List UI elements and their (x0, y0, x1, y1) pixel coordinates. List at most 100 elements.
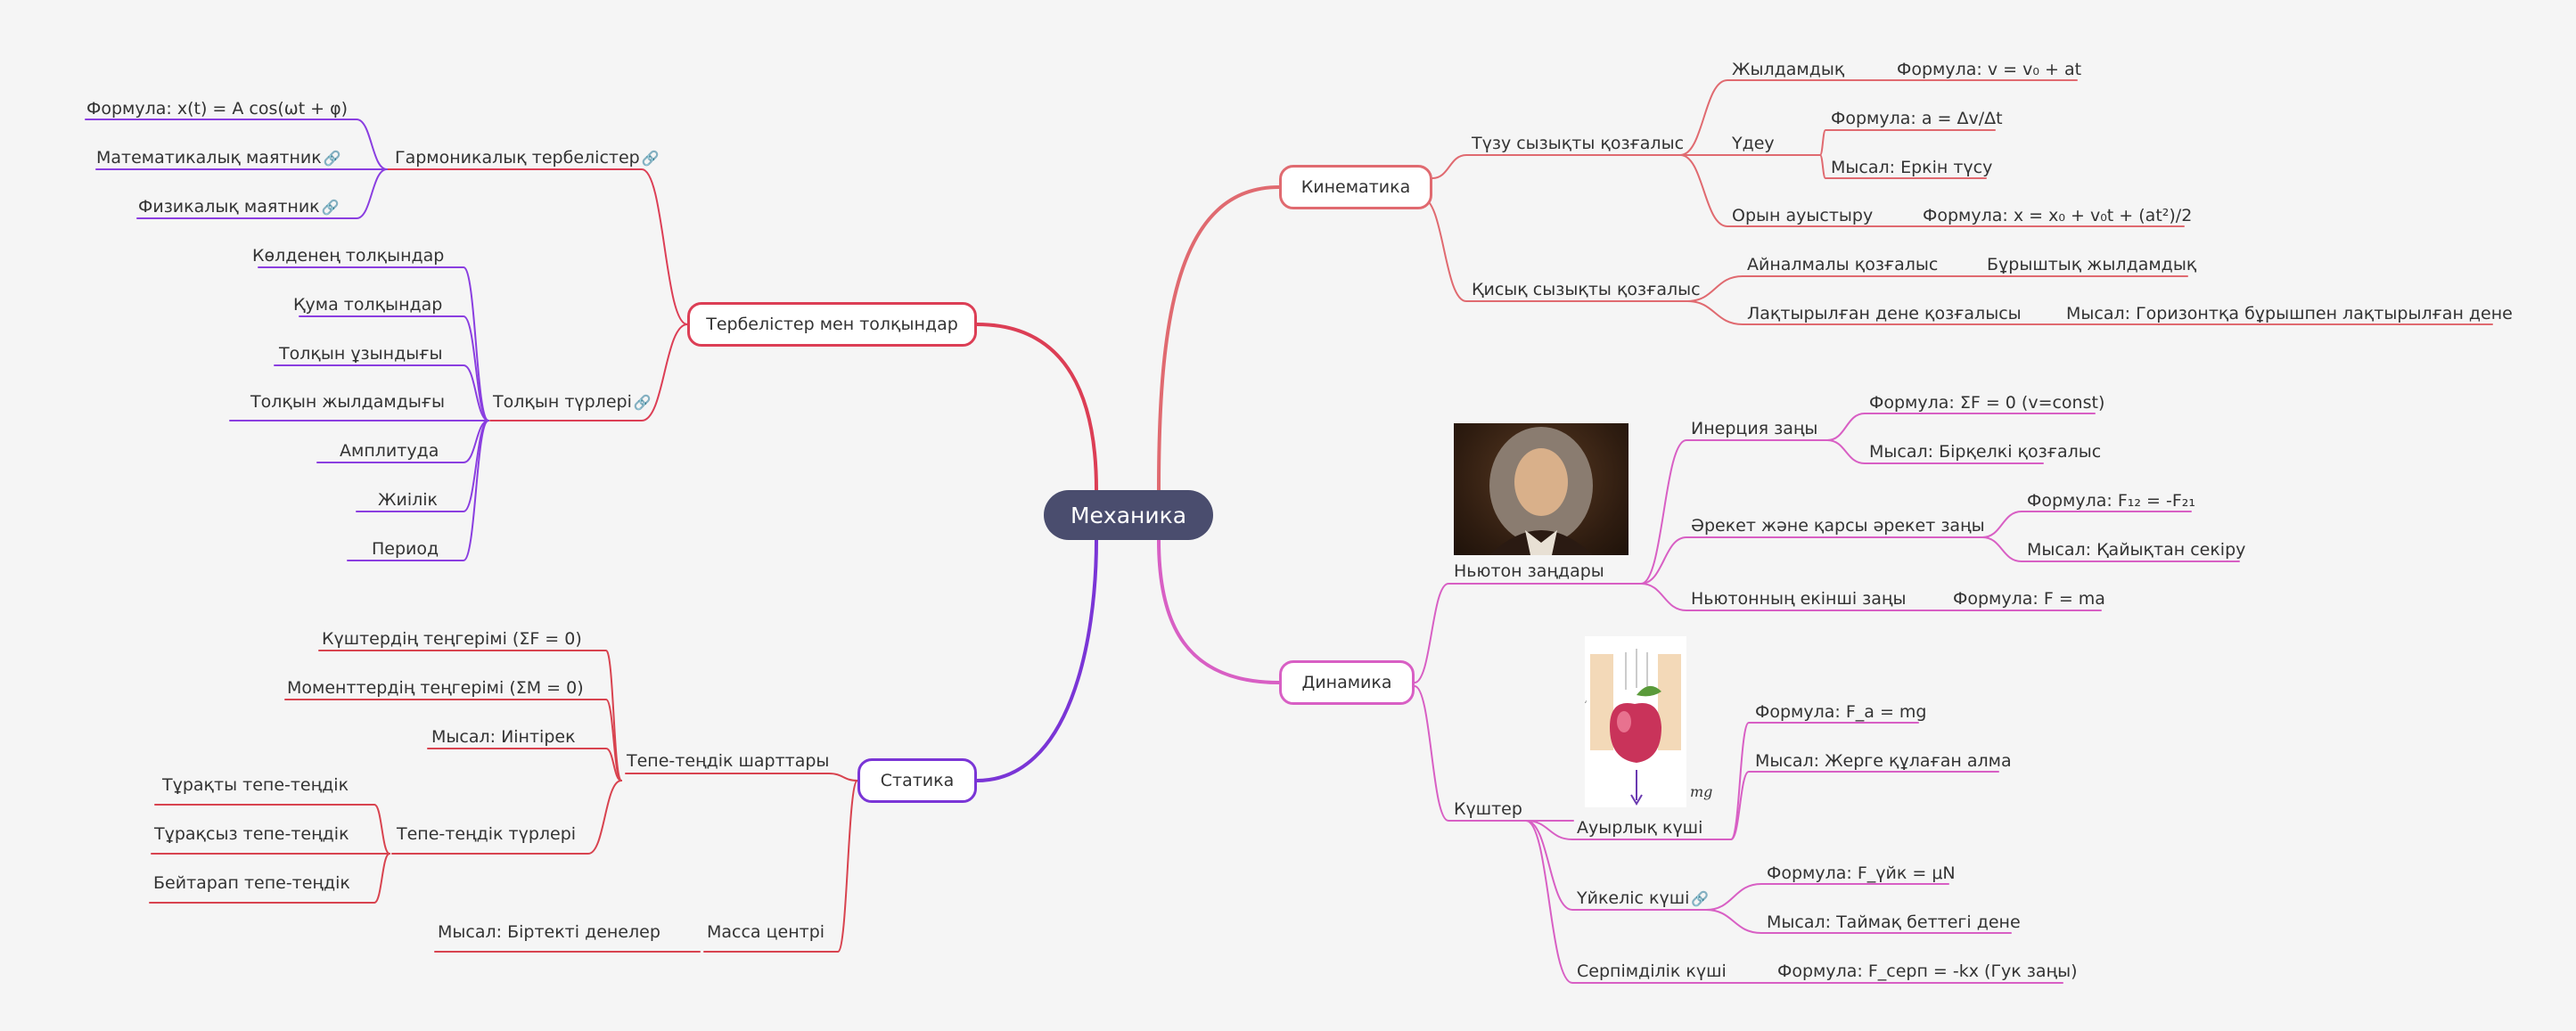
connector-line (1730, 771, 1999, 840)
connector-line (1819, 129, 1996, 156)
connector-line (1826, 413, 2096, 441)
connector-line (1640, 439, 1828, 585)
connector-line (382, 168, 688, 325)
node-equilibrium-type[interactable]: Бейтарап тепе-теңдік (153, 873, 350, 893)
node-second-law[interactable]: Ньютонның екінші заңы (1691, 589, 1907, 609)
node-friction-formula[interactable]: Формула: F_үйк = μN (1767, 863, 1956, 883)
node-newton-laws[interactable]: Ньютон заңдары (1454, 561, 1604, 581)
node-equilibrium-type[interactable]: Тұрақсыз тепе-теңдік (154, 824, 349, 844)
connector-main (975, 538, 1098, 782)
node-equilibrium-type[interactable]: Тұрақты тепе-теңдік (162, 775, 349, 795)
node-displacement[interactable]: Орын ауыстыру (1732, 206, 1874, 225)
node-wave-item[interactable]: Толқын ұзындығы (279, 344, 443, 364)
branch-oscillations[interactable]: Тербелістер мен толқындар (687, 302, 977, 347)
node-gravity-formula[interactable]: Формула: F_a = mg (1755, 702, 1927, 722)
node-angular-velocity[interactable]: Бұрыштық жылдамдық (1987, 255, 2197, 274)
root-node[interactable]: Механика (1044, 490, 1213, 540)
link-icon[interactable]: 🔗 (323, 150, 341, 167)
node-harmonic-oscillations[interactable]: Гармоникалық тербелістер🔗 (395, 148, 660, 168)
connector-line (1414, 583, 1642, 683)
node-velocity[interactable]: Жылдамдық (1732, 60, 1845, 79)
link-icon[interactable]: 🔗 (641, 150, 660, 167)
node-gravity-force[interactable]: Ауырлық күші (1577, 818, 1703, 838)
branch-statics[interactable]: Статика (857, 758, 977, 803)
connector-line (1705, 883, 1949, 911)
branch-dynamics[interactable]: Динамика (1279, 660, 1415, 705)
connector-line (1705, 909, 2012, 934)
node-inertia-law[interactable]: Инерция заңы (1691, 419, 1818, 438)
connector-line (274, 364, 489, 421)
node-acceleration-formula[interactable]: Формула: a = Δv/Δt (1831, 109, 2003, 128)
node-forces-balance[interactable]: Күштердің теңгерімі (ΣF = 0) (322, 629, 582, 649)
node-harmonic-formula[interactable]: Формула: x(t) = A cos(ωt + φ) (86, 99, 349, 119)
connector-line (1414, 685, 1574, 822)
link-icon[interactable]: 🔗 (321, 199, 340, 216)
node-elastic-formula[interactable]: Формула: F_серп = -kx (Гук заңы) (1777, 961, 2078, 981)
node-velocity-formula[interactable]: Формула: v = v₀ + at (1897, 60, 2082, 79)
node-second-law-formula[interactable]: Формула: F = ma (1953, 589, 2105, 609)
branch-kinematics[interactable]: Кинематика (1279, 165, 1432, 209)
connector-line (299, 315, 489, 421)
connector-line (1525, 820, 1707, 911)
node-friction-force[interactable]: Үйкеліс күші🔗 (1577, 888, 1709, 909)
node-phys-pendulum[interactable]: Физикалық маятник🔗 (138, 197, 340, 217)
node-projectile-motion[interactable]: Лақтырылған дене қозғалысы (1747, 304, 2022, 323)
connector-line (318, 650, 622, 781)
connector-line (427, 748, 622, 781)
node-inertia-formula[interactable]: Формула: ΣF = 0 (v=const) (1869, 393, 2105, 413)
connector-line (625, 773, 858, 781)
node-equilibrium-types[interactable]: Тепе-теңдік түрлері (397, 824, 577, 844)
connector-line (136, 168, 388, 219)
node-wave-item[interactable]: Период (372, 539, 439, 559)
connector-line (1730, 722, 1919, 840)
svg-text:ᵛ: ᵛ (1585, 700, 1587, 708)
connector-main (1157, 538, 1281, 684)
node-gravity-example[interactable]: Мысал: Жерге құлаған алма (1755, 751, 2012, 771)
connector-line (1640, 583, 1917, 611)
node-action-formula[interactable]: Формула: F₁₂ = -F₂₁ (2027, 491, 2196, 511)
node-equilibrium-example[interactable]: Мысал: Иінтірек (431, 727, 576, 747)
node-wave-item[interactable]: Амплитуда (340, 441, 439, 461)
node-wave-types[interactable]: Толқын түрлері🔗 (493, 392, 652, 413)
node-forces[interactable]: Күштер (1454, 799, 1522, 819)
connector-main (1157, 185, 1281, 492)
node-equilibrium-conditions[interactable]: Тепе-теңдік шарттары (627, 751, 830, 771)
node-mass-center[interactable]: Масса центрі (707, 922, 825, 942)
node-action-reaction-law[interactable]: Әрекет және қарсы әрекет заңы (1691, 516, 1985, 536)
connector-line (1525, 820, 1752, 984)
node-elastic-force[interactable]: Серпімділік күші (1577, 961, 1727, 981)
node-math-pendulum[interactable]: Математикалық маятник🔗 (96, 148, 341, 168)
link-icon[interactable]: 🔗 (633, 394, 652, 411)
node-wave-item[interactable]: Жиілік (378, 490, 438, 510)
connector-line (154, 804, 390, 855)
node-projectile-example[interactable]: Мысал: Горизонтқа бұрышпен лақтырылған д… (2066, 304, 2513, 323)
node-wave-item[interactable]: Қума толқындар (293, 295, 443, 315)
node-moments-balance[interactable]: Моменттердің теңгерімі (ΣM = 0) (287, 678, 584, 698)
node-wave-item[interactable]: Толқын жылдамдығы (250, 392, 446, 412)
node-action-example[interactable]: Мысал: Қайықтан секіру (2027, 540, 2246, 560)
connector-line (316, 420, 489, 463)
connector-line (85, 119, 388, 170)
node-acceleration-example[interactable]: Мысал: Еркін түсу (1831, 158, 1993, 177)
link-icon[interactable]: 🔗 (1691, 890, 1710, 907)
connector-line (1525, 820, 1732, 840)
connector-line (1432, 154, 1681, 179)
node-mass-center-example[interactable]: Мысал: Біртекті денелер (438, 922, 660, 942)
node-displacement-formula[interactable]: Формула: x = x₀ + v₀t + (at²)/2 (1923, 206, 2193, 225)
wave-types-label: Толқын түрлері (493, 392, 632, 412)
node-acceleration[interactable]: Үдеу (1732, 134, 1775, 153)
node-friction-example[interactable]: Мысал: Таймақ беттегі дене (1767, 912, 2021, 932)
connector-line (1981, 536, 2240, 562)
node-curvilinear-motion[interactable]: Қисық сызықты қозғалыс (1472, 280, 1701, 299)
connector-line (1686, 300, 2027, 325)
node-inertia-example[interactable]: Мысал: Бірқелкі қозғалыс (1869, 442, 2102, 462)
node-rotational-motion[interactable]: Айналмалы қозғалыс (1747, 255, 1939, 274)
node-rectilinear-motion[interactable]: Түзу сызықты қозғалыс (1472, 134, 1685, 153)
connector-main (975, 323, 1098, 492)
falling-apple-image: ᵛ (1585, 636, 1686, 807)
node-wave-item[interactable]: Көлденең толқындар (252, 246, 445, 266)
connector-line (703, 780, 858, 953)
connector-line (1640, 536, 1983, 585)
